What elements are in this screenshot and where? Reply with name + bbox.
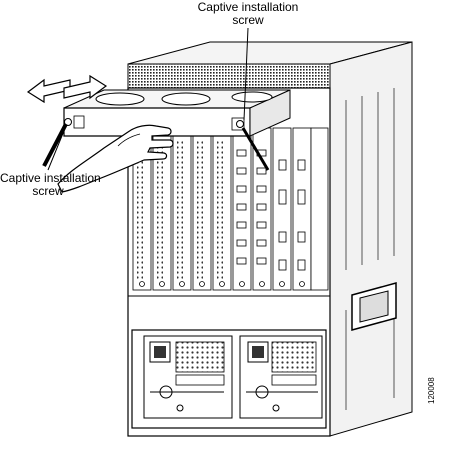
hand-icon <box>57 124 174 193</box>
callout-top-line2: screw <box>232 13 264 27</box>
screwdriver-icon <box>42 123 270 171</box>
callout-top-screw: Captive installation screw <box>188 1 308 27</box>
arrow-right-icon <box>63 74 108 100</box>
module-connectors <box>236 149 306 271</box>
chassis-top <box>127 41 413 89</box>
callout-left-line2: screw <box>32 184 64 198</box>
side-handle <box>351 282 397 331</box>
callout-left-line1: Captive installation <box>0 171 101 185</box>
power-supply-bay <box>131 329 327 429</box>
power-supply-left <box>143 335 233 419</box>
power-supply-right <box>239 335 323 419</box>
figure-id: 120008 <box>427 377 436 404</box>
callout-leaders <box>47 27 249 171</box>
fan-tray-icon <box>63 89 291 137</box>
callout-left-screw: Captive installation screw <box>0 171 101 198</box>
port-columns <box>137 140 223 280</box>
chassis-right-side <box>329 41 413 437</box>
callout-top-line1: Captive installation <box>197 0 299 14</box>
arrow-left-icon <box>26 78 71 104</box>
card-screws <box>139 281 305 287</box>
